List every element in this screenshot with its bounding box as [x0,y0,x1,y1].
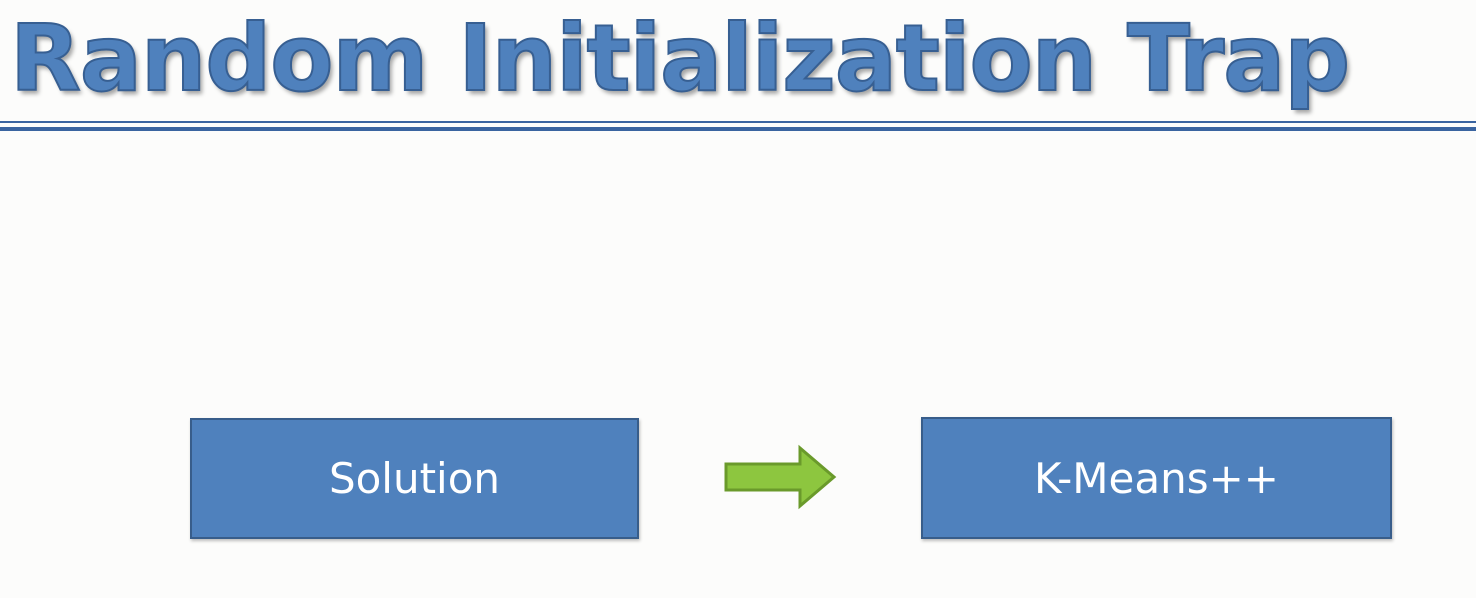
solution-box: Solution [190,418,639,539]
title-underline-rule [0,121,1476,131]
right-arrow-shape [724,444,837,510]
kmeans-plus-plus-box: K-Means++ [921,417,1392,539]
slide-title: Random Initialization Trap [9,4,1351,113]
kmeans-plus-plus-box-label: K-Means++ [1034,453,1279,503]
solution-box-label: Solution [328,454,501,503]
right-arrow-icon [724,444,837,510]
